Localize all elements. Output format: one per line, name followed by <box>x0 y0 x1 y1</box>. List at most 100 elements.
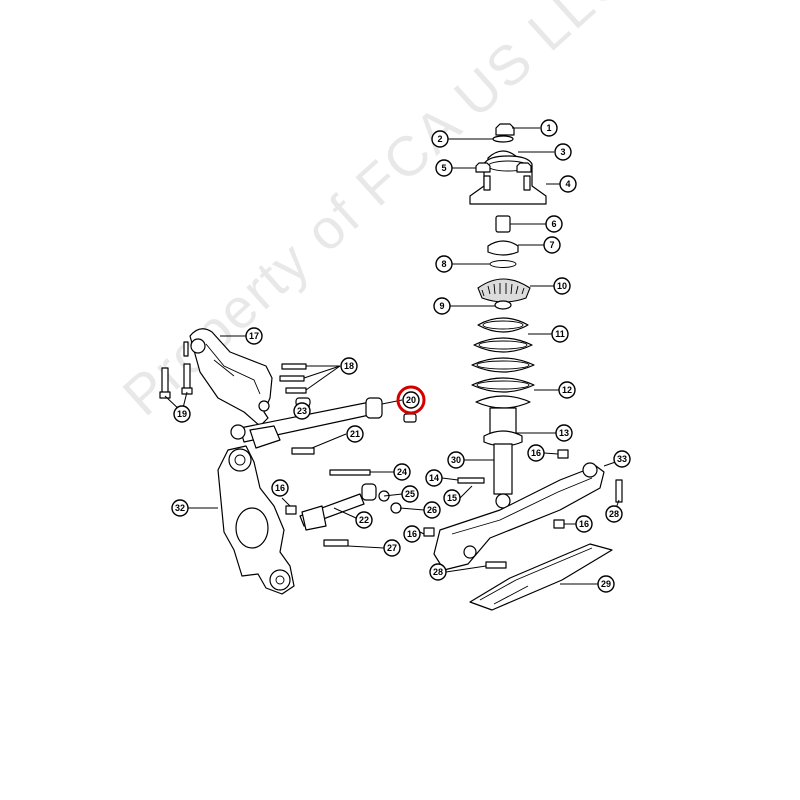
callout-22[interactable]: 22 <box>355 511 373 529</box>
mount-nut-right <box>516 162 532 173</box>
strut-assembly <box>469 123 547 509</box>
coil-spring <box>471 317 535 409</box>
callout-19[interactable]: 19 <box>173 405 191 423</box>
svg-text:25: 25 <box>405 489 415 499</box>
nut-16-left <box>285 505 297 515</box>
svg-text:9: 9 <box>439 301 444 311</box>
svg-text:8: 8 <box>441 259 446 269</box>
svg-text:12: 12 <box>562 385 572 395</box>
callout-33[interactable]: 33 <box>613 450 631 468</box>
bolts-18 <box>279 363 307 394</box>
highlight-ring <box>396 385 426 415</box>
svg-text:1: 1 <box>546 123 551 133</box>
svg-text:21: 21 <box>350 429 360 439</box>
lateral-link <box>230 397 417 455</box>
knuckle <box>217 445 295 595</box>
svg-text:17: 17 <box>249 331 259 341</box>
bolt-14 <box>457 477 485 484</box>
nut-16-upper <box>557 449 569 459</box>
callout-1[interactable]: 1 <box>540 119 558 137</box>
bolt-28-lower <box>485 561 507 569</box>
callout-9[interactable]: 9 <box>433 297 451 315</box>
callout-26[interactable]: 26 <box>423 501 441 519</box>
svg-text:16: 16 <box>275 483 285 493</box>
svg-text:23: 23 <box>297 406 307 416</box>
svg-text:20: 20 <box>406 395 416 405</box>
svg-text:15: 15 <box>447 493 457 503</box>
svg-text:18: 18 <box>344 361 354 371</box>
ring <box>489 260 517 268</box>
callout-16-right[interactable]: 16 <box>575 515 593 533</box>
callout-25[interactable]: 25 <box>401 485 419 503</box>
svg-text:19: 19 <box>177 409 187 419</box>
washer <box>492 135 514 143</box>
leader-lines <box>164 127 625 585</box>
skid-plate <box>469 543 613 611</box>
upper-spring-seat <box>477 278 531 303</box>
damper-boot <box>489 407 517 435</box>
nut-16-right <box>553 519 565 529</box>
callout-28-right[interactable]: 28 <box>605 505 623 523</box>
callout-13[interactable]: 13 <box>555 424 573 442</box>
svg-text:22: 22 <box>359 515 369 525</box>
callout-8[interactable]: 8 <box>435 255 453 273</box>
svg-text:24: 24 <box>397 467 407 477</box>
callout-16-lower[interactable]: 16 <box>403 525 421 543</box>
upper-control-arm <box>183 328 273 427</box>
svg-text:10: 10 <box>557 281 567 291</box>
callout-18[interactable]: 18 <box>340 357 358 375</box>
isolator <box>494 300 512 310</box>
callout-16-left[interactable]: 16 <box>271 479 289 497</box>
svg-text:6: 6 <box>551 219 556 229</box>
svg-text:2: 2 <box>437 134 442 144</box>
callout-2[interactable]: 2 <box>431 130 449 148</box>
svg-text:5: 5 <box>441 163 446 173</box>
top-nut <box>495 123 515 136</box>
svg-text:30: 30 <box>451 455 461 465</box>
callout-4[interactable]: 4 <box>559 175 577 193</box>
callout-15[interactable]: 15 <box>443 489 461 507</box>
svg-text:26: 26 <box>427 505 437 515</box>
callout-17[interactable]: 17 <box>245 327 263 345</box>
callout-14[interactable]: 14 <box>425 469 443 487</box>
svg-text:33: 33 <box>617 454 627 464</box>
callout-27[interactable]: 27 <box>383 539 401 557</box>
svg-text:27: 27 <box>387 543 397 553</box>
svg-text:32: 32 <box>175 503 185 513</box>
callout-28-lower[interactable]: 28 <box>429 563 447 581</box>
callout-32[interactable]: 32 <box>171 499 189 517</box>
svg-text:16: 16 <box>579 519 589 529</box>
svg-text:11: 11 <box>555 329 565 339</box>
callout-12[interactable]: 12 <box>558 381 576 399</box>
callout-21[interactable]: 21 <box>346 425 364 443</box>
callout-10[interactable]: 10 <box>553 277 571 295</box>
damper-tube <box>493 443 513 495</box>
callout-23[interactable]: 23 <box>293 402 311 420</box>
callout-20[interactable]: 20 <box>402 391 420 409</box>
svg-text:29: 29 <box>601 579 611 589</box>
svg-text:13: 13 <box>559 428 569 438</box>
callout-11[interactable]: 11 <box>551 325 569 343</box>
lower-spring-seat <box>483 430 523 447</box>
toe-link <box>299 469 402 547</box>
callout-16-upper[interactable]: 16 <box>527 444 545 462</box>
callout-6[interactable]: 6 <box>545 215 563 233</box>
callout-5[interactable]: 5 <box>435 159 453 177</box>
svg-text:14: 14 <box>429 473 439 483</box>
svg-text:4: 4 <box>565 179 570 189</box>
mount-nut-left <box>475 162 491 173</box>
sleeve <box>495 215 511 233</box>
callout-3[interactable]: 3 <box>554 143 572 161</box>
svg-text:16: 16 <box>531 448 541 458</box>
svg-text:16: 16 <box>407 529 417 539</box>
svg-text:28: 28 <box>609 509 619 519</box>
callout-30[interactable]: 30 <box>447 451 465 469</box>
callout-7[interactable]: 7 <box>543 236 561 254</box>
bolt-28-right <box>615 479 623 503</box>
bearing <box>487 240 519 256</box>
callout-24[interactable]: 24 <box>393 463 411 481</box>
callout-29[interactable]: 29 <box>597 575 615 593</box>
svg-text:28: 28 <box>433 567 443 577</box>
